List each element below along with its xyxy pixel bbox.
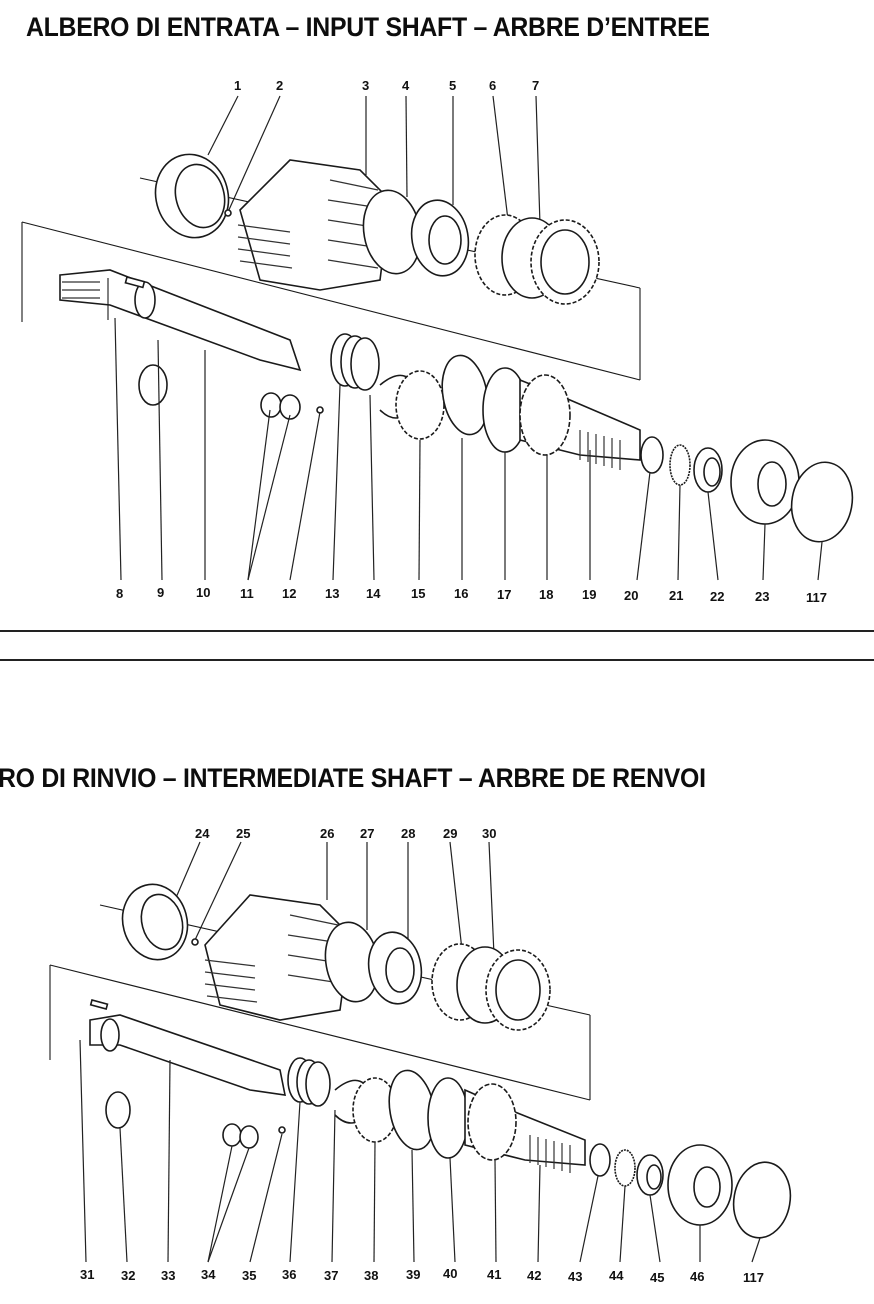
bottom-callouts: 31 32 33 34 35 36 37 38 39 40 41 42 43 4… (80, 1266, 764, 1285)
callout-40: 40 (443, 1266, 457, 1281)
callout-18: 18 (539, 587, 553, 602)
callout-29: 29 (443, 826, 457, 841)
callout-23: 23 (755, 589, 769, 604)
callout-117: 117 (743, 1270, 764, 1285)
callout-11: 11 (240, 586, 254, 601)
callout-43: 43 (568, 1269, 582, 1284)
callout-24: 24 (195, 826, 210, 841)
callout-25: 25 (236, 826, 250, 841)
callout-8: 8 (116, 586, 123, 601)
callout-46: 46 (690, 1269, 704, 1284)
top-callouts: 1 2 3 4 5 6 7 (207, 78, 541, 226)
callout-16: 16 (454, 586, 468, 601)
divider-line (0, 659, 874, 661)
callout-30: 30 (482, 826, 496, 841)
callout-38: 38 (364, 1268, 378, 1283)
callout-37: 37 (324, 1268, 338, 1283)
callout-14: 14 (366, 586, 381, 601)
callout-27: 27 (360, 826, 374, 841)
callout-7: 7 (532, 78, 539, 93)
callout-12: 12 (282, 586, 296, 601)
callout-34: 34 (201, 1267, 216, 1282)
section-title-intermediate-shaft: RO DI RINVIO – INTERMEDIATE SHAFT – ARBR… (0, 763, 706, 793)
callout-33: 33 (161, 1268, 175, 1283)
callout-117: 117 (806, 590, 827, 605)
callout-41: 41 (487, 1267, 501, 1282)
callout-44: 44 (609, 1268, 624, 1283)
divider-line (0, 630, 874, 632)
callout-1: 1 (234, 78, 241, 93)
callout-13: 13 (325, 586, 339, 601)
bottom-callouts: 8 9 10 11 12 13 14 15 16 17 18 19 20 21 … (116, 585, 827, 605)
top-callouts: 24 25 26 27 28 29 30 (174, 826, 496, 956)
callout-17: 17 (497, 587, 511, 602)
callout-42: 42 (527, 1268, 541, 1283)
callout-6: 6 (489, 78, 496, 93)
callout-4: 4 (402, 78, 410, 93)
callout-10: 10 (196, 585, 210, 600)
callout-3: 3 (362, 78, 369, 93)
callout-15: 15 (411, 586, 425, 601)
bottom-leaders (79, 1039, 761, 1263)
callout-35: 35 (242, 1268, 256, 1283)
callout-21: 21 (669, 588, 683, 603)
callout-28: 28 (401, 826, 415, 841)
section-title-input-shaft: ALBERO DI ENTRATA – INPUT SHAFT – ARBRE … (26, 12, 710, 42)
callout-9: 9 (157, 585, 164, 600)
callout-39: 39 (406, 1267, 420, 1282)
callout-22: 22 (710, 589, 724, 604)
bottom-leaders (114, 317, 823, 581)
callout-32: 32 (121, 1268, 135, 1283)
input-shaft-exploded-diagram: 1 2 3 4 5 6 7 (21, 78, 854, 605)
callout-5: 5 (449, 78, 456, 93)
callout-2: 2 (276, 78, 283, 93)
callout-19: 19 (582, 587, 596, 602)
callout-26: 26 (320, 826, 334, 841)
callout-36: 36 (282, 1267, 296, 1282)
callout-20: 20 (624, 588, 638, 603)
callout-45: 45 (650, 1270, 664, 1285)
callout-31: 31 (80, 1267, 94, 1282)
